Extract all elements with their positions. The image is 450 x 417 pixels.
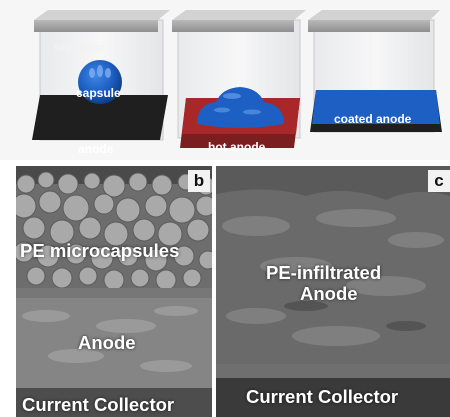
cell-hot-anode	[172, 10, 306, 148]
sem-panel-c: PE-infiltrated Anode Current Collector	[216, 166, 450, 417]
coated-anode	[312, 90, 440, 124]
sem-panel-b: PE microcapsules Anode Current Collector	[16, 166, 212, 417]
separator-3	[308, 20, 430, 32]
capsule-label: capsule	[76, 86, 121, 100]
current-collector-c-label: Current Collector	[246, 386, 399, 407]
separator-label: separator	[54, 42, 105, 54]
pe-microcapsules-label: PE microcapsules	[20, 240, 180, 261]
hot-anode-label: hot anode	[208, 140, 266, 154]
cell-coated-anode	[308, 10, 442, 133]
panel-letter-b: b	[188, 170, 210, 192]
coated-anode-label: coated anode	[334, 112, 412, 126]
separator-2	[172, 20, 294, 32]
separator-1	[34, 20, 158, 32]
capsule-sphere	[78, 60, 122, 104]
melted-capsule	[197, 87, 284, 128]
sem-image-c	[216, 166, 450, 417]
schematic-drawing	[32, 10, 442, 148]
anode-1	[32, 95, 168, 140]
cell-capsule	[32, 10, 170, 141]
pe-infiltrated-label: PE-infiltrated	[266, 262, 382, 283]
anode-b-label: Anode	[78, 332, 136, 353]
anode-label: anode	[78, 142, 114, 156]
current-collector-b-label: Current Collector	[22, 394, 175, 415]
anode-c-label: Anode	[300, 283, 358, 304]
schematic-panel: separator capsule anode hot anode coated…	[0, 0, 450, 160]
panel-letter-c: c	[428, 170, 450, 192]
sem-image-b	[16, 166, 212, 417]
